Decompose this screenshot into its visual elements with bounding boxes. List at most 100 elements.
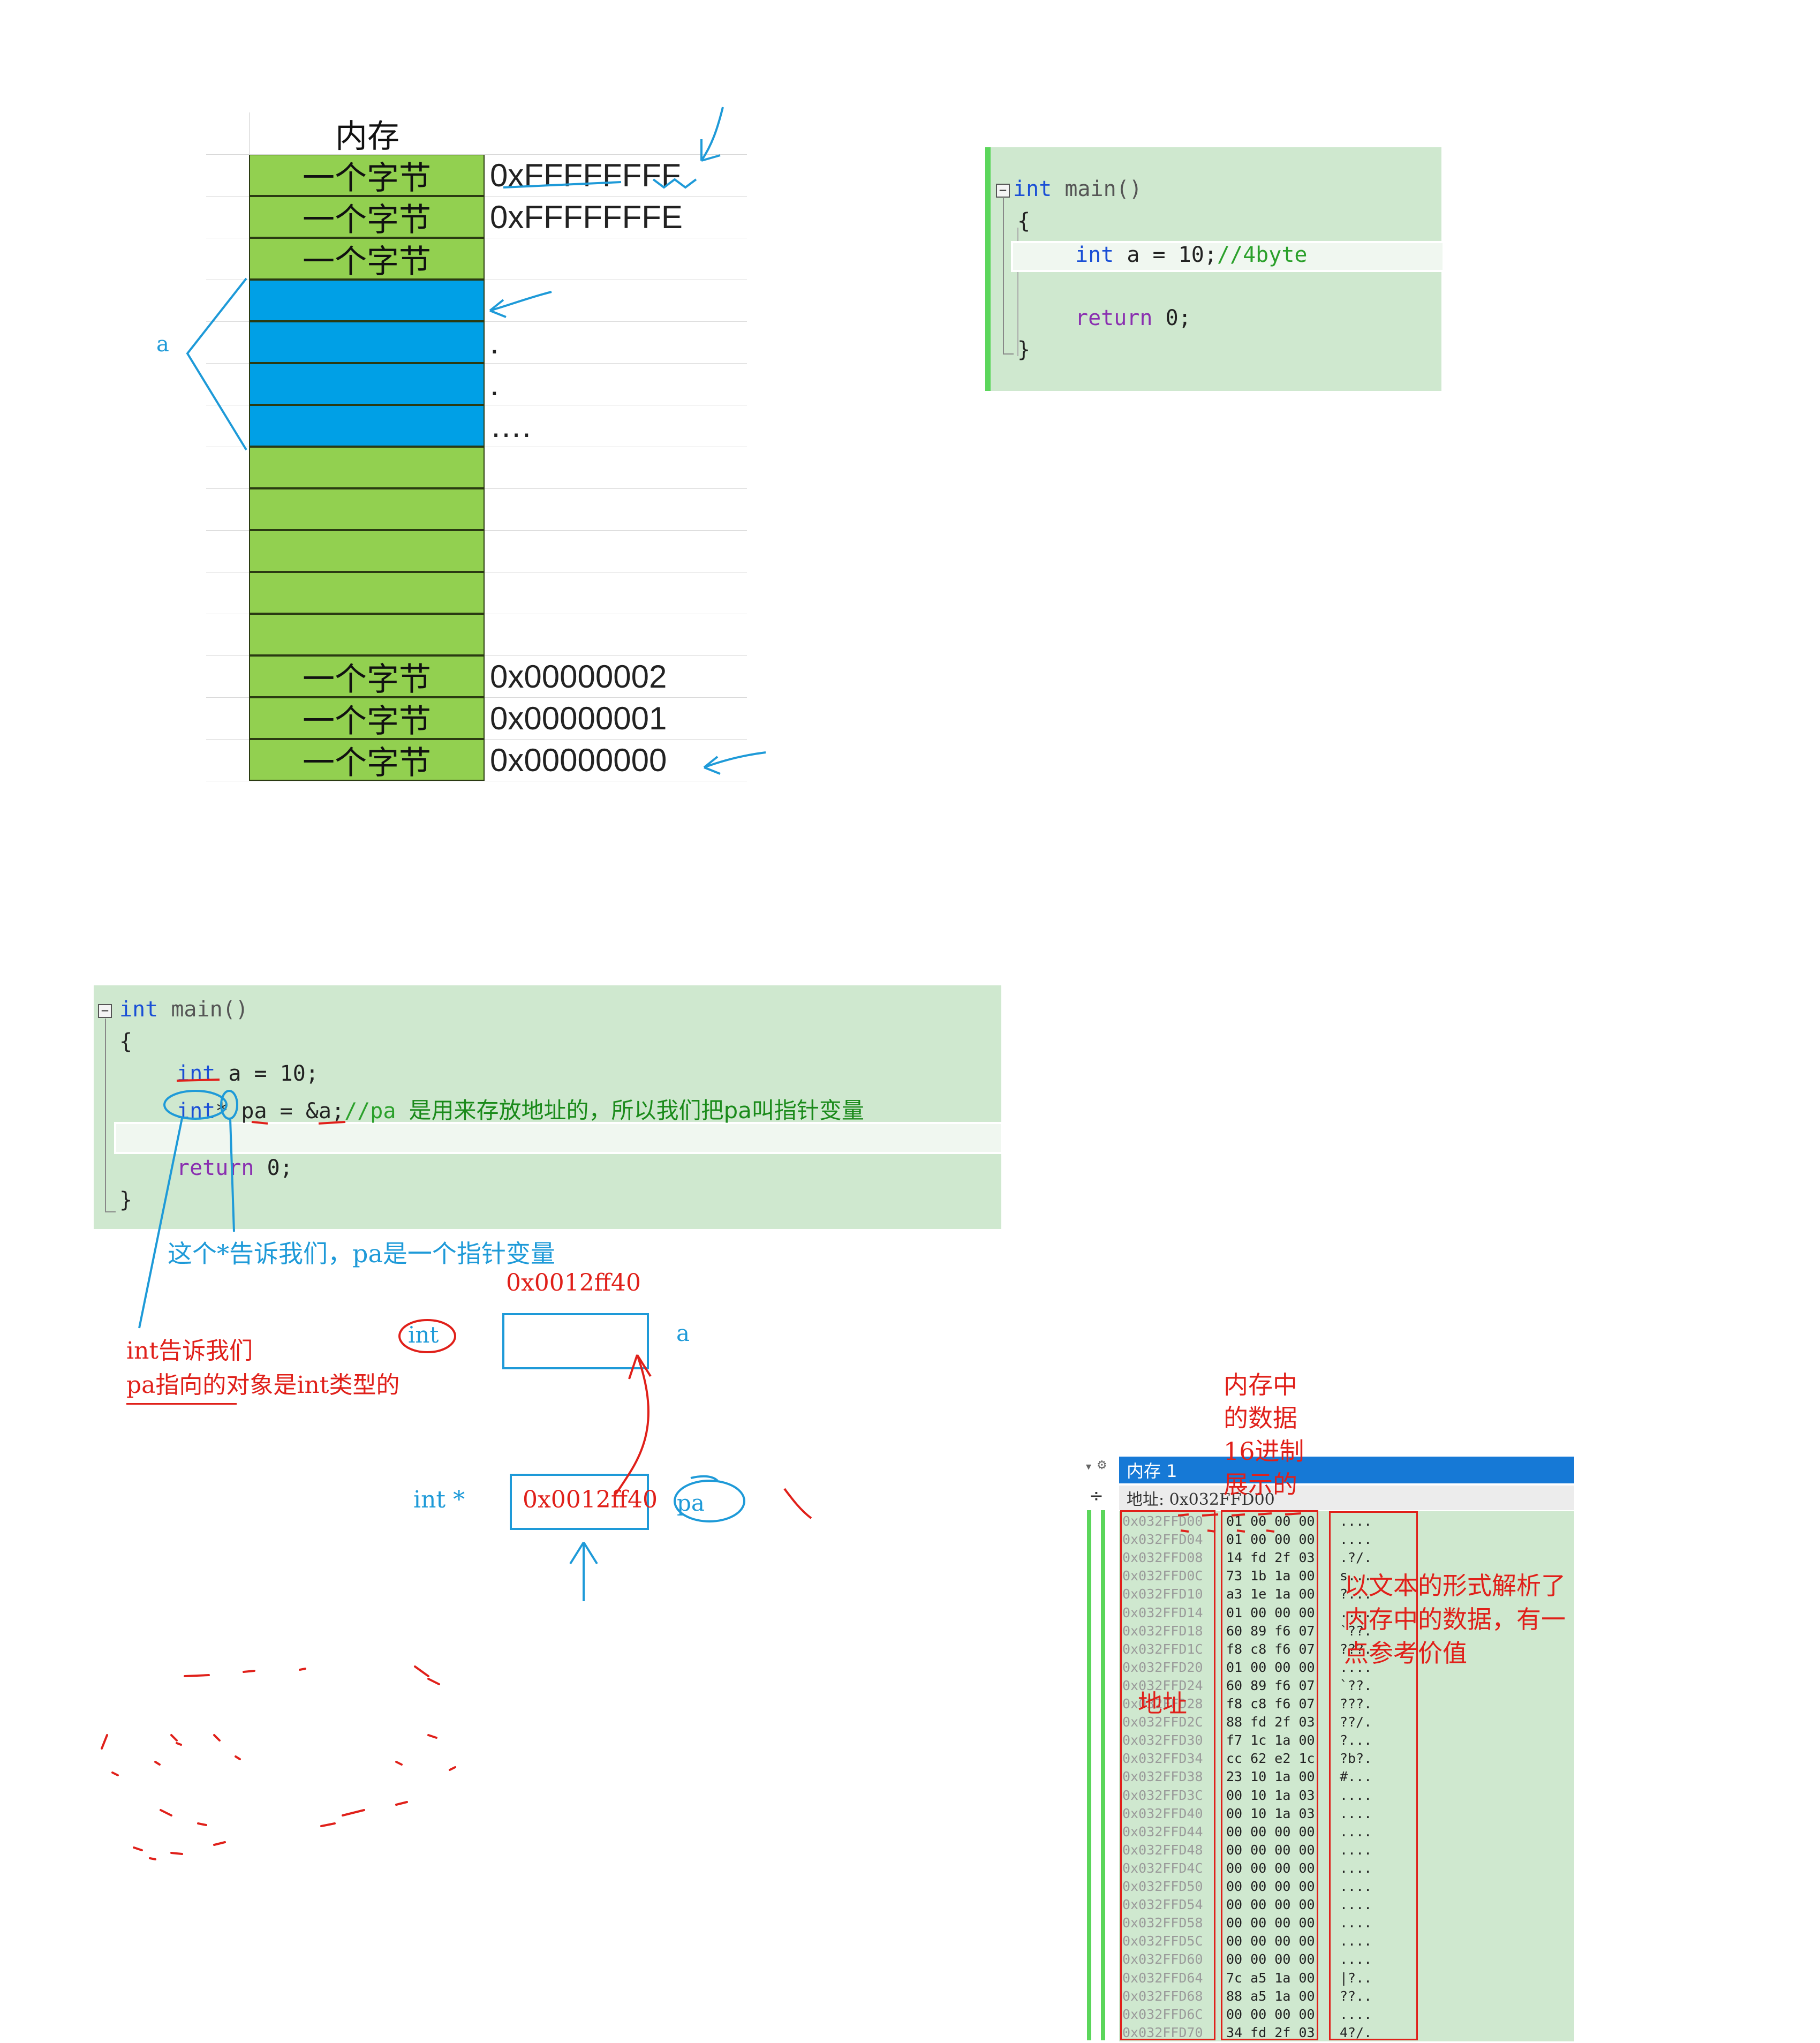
memory-byte-cell: 一个字节 bbox=[249, 196, 485, 239]
memory-row-address: 0x032FFD24 bbox=[1122, 1677, 1203, 1693]
memory-row-text: .... bbox=[1340, 1915, 1372, 1931]
memory-row-hex: 88 a5 1a 00 bbox=[1226, 1988, 1315, 2004]
debugger-side-strip: ▾ ⚙ ÷ bbox=[1082, 1457, 1114, 2041]
settings-icon[interactable]: ⚙ bbox=[1097, 1459, 1107, 1472]
memory-row-hex: a3 1e 1a 00 bbox=[1226, 1586, 1315, 1602]
pointer-pa-value: 0x0012ff40 bbox=[523, 1486, 658, 1513]
memory-row-text: .... bbox=[1340, 1879, 1372, 1894]
int-circle-label: int bbox=[408, 1322, 439, 1348]
memory-row-text: `??. bbox=[1340, 1677, 1372, 1693]
memory-row-address: 0x032FFD38 bbox=[1122, 1769, 1203, 1785]
memwin-note-line3: 16进制 bbox=[1224, 1437, 1304, 1466]
memory-byte-cell bbox=[249, 447, 485, 488]
memory-row-address: 0x032FFD48 bbox=[1122, 1842, 1203, 1858]
code1-line-1: int main() bbox=[1013, 177, 1142, 201]
memory-byte-cell: 一个字节 bbox=[249, 697, 485, 740]
memory-row-address: 0x032FFD30 bbox=[1122, 1732, 1203, 1748]
collapse-toggle-2[interactable]: − bbox=[98, 1004, 112, 1018]
memory-row-text: .... bbox=[1340, 1860, 1372, 1876]
pointer-arrow-bottom bbox=[703, 751, 766, 775]
memory-row-hex: 00 00 00 00 bbox=[1226, 1860, 1315, 1876]
memory-byte-address: 0x00000000 bbox=[490, 742, 667, 778]
memory-row-text: ???. bbox=[1340, 1696, 1372, 1712]
memory-row-text: .... bbox=[1340, 1897, 1372, 1913]
memory-row-address: 0x032FFD28 bbox=[1122, 1696, 1203, 1712]
code2-line-4: int* pa = &a;//pa 是用来存放地址的，所以我们把pa叫指针变量 bbox=[177, 1097, 864, 1124]
memory-row-hex: 00 00 00 00 bbox=[1226, 1842, 1315, 1858]
address-of-a-label: 0x0012ff40 bbox=[506, 1269, 641, 1296]
splitter-icon[interactable]: ÷ bbox=[1089, 1486, 1104, 1506]
memory-row-text: ?... bbox=[1340, 1732, 1372, 1748]
memory-row-address: 0x032FFD1C bbox=[1122, 1641, 1203, 1657]
memory-row-hex: 34 fd 2f 03 bbox=[1226, 2024, 1315, 2040]
memory-row-text: .... bbox=[1340, 1805, 1372, 1821]
memory-row-address: 0x032FFD3C bbox=[1122, 1787, 1203, 1803]
memory-byte-cell: 一个字节 bbox=[249, 739, 485, 782]
memory-row-address: 0x032FFD10 bbox=[1122, 1586, 1203, 1602]
memory-row-text: .... bbox=[1340, 1842, 1372, 1858]
memory-row-hex: 00 00 00 00 bbox=[1226, 1823, 1315, 1840]
memory-table-header: 内存 bbox=[249, 112, 485, 155]
memory-row-text: .... bbox=[1340, 1659, 1372, 1675]
code1-line-5: } bbox=[1017, 337, 1031, 362]
memory-row-address: 0x032FFD14 bbox=[1122, 1604, 1203, 1620]
memory-row-text: `??. bbox=[1340, 1623, 1372, 1639]
code2-annotations bbox=[138, 1079, 346, 1329]
memory-byte-cell bbox=[249, 488, 485, 530]
memory-row-hex: 60 89 f6 07 bbox=[1226, 1677, 1315, 1693]
hex-header-dashes bbox=[1178, 1512, 1302, 1533]
memory-byte-address: 0x00000001 bbox=[490, 700, 667, 736]
memory-row-hex: 14 fd 2f 03 bbox=[1226, 1550, 1315, 1566]
memory-byte-cell bbox=[249, 363, 485, 405]
memory-row-address: 0x032FFD60 bbox=[1122, 1951, 1203, 1967]
memory-row-text: .... bbox=[1340, 1933, 1372, 1949]
memory-row-hex: f8 c8 f6 07 bbox=[1226, 1696, 1315, 1712]
pointer-arrow-blue-row bbox=[489, 291, 552, 318]
current-line-highlight-2 bbox=[114, 1122, 1003, 1154]
memory-address-bar[interactable]: 地址: 0x032FFD00 bbox=[1119, 1486, 1574, 1510]
memory-row-hex: 00 00 00 00 bbox=[1226, 1897, 1315, 1913]
current-line-highlight-1 bbox=[1011, 241, 1445, 272]
memory-row-hex: f8 c8 f6 07 bbox=[1226, 1641, 1315, 1657]
int-note-underline bbox=[126, 1403, 237, 1405]
pointer-pa-label: pa bbox=[677, 1490, 705, 1516]
memory-row-hex: 7c a5 1a 00 bbox=[1226, 1970, 1315, 1986]
memory-row-text: ?... bbox=[1340, 1586, 1372, 1602]
memory-row-hex: 00 00 00 00 bbox=[1226, 2006, 1315, 2022]
code1-line-3: int a = 10;//4byte bbox=[1075, 243, 1308, 267]
memory-row-address: 0x032FFD44 bbox=[1122, 1823, 1203, 1840]
text-column-box bbox=[1329, 1511, 1418, 2040]
memory-row-hex: 00 10 1a 03 bbox=[1226, 1787, 1315, 1803]
int-circle bbox=[398, 1319, 456, 1353]
memory-row-text: |?.. bbox=[1340, 1970, 1372, 1986]
memory-row-text: ?b?. bbox=[1340, 1751, 1372, 1767]
pa-circle-and-arrows bbox=[569, 1354, 812, 1601]
memory-byte-cell bbox=[249, 572, 485, 614]
text-column-note-line3: 点参考价值 bbox=[1344, 1639, 1467, 1668]
memory-row-hex: 00 10 1a 03 bbox=[1226, 1805, 1315, 1821]
memory-byte-cell: 一个字节 bbox=[249, 655, 485, 698]
memory-row-text: .... bbox=[1340, 1604, 1372, 1620]
memory-row-address: 0x032FFD50 bbox=[1122, 1879, 1203, 1894]
memwin-note-line1: 内存中 bbox=[1224, 1370, 1297, 1399]
memory-row-hex: f7 1c 1a 00 bbox=[1226, 1732, 1315, 1748]
memory-byte-cell: 一个字节 bbox=[249, 154, 485, 197]
memory-row-hex: 00 00 00 00 bbox=[1226, 1879, 1315, 1894]
memory-row-address: 0x032FFD5C bbox=[1122, 1933, 1203, 1949]
memory-window-title: 内存 1 bbox=[1119, 1457, 1574, 1483]
collapse-toggle-1[interactable]: − bbox=[996, 184, 1010, 198]
code1-line-4: return 0; bbox=[1075, 306, 1191, 330]
memory-row-address: 0x032FFD00 bbox=[1122, 1513, 1203, 1529]
memory-row-hex: 00 00 00 00 bbox=[1226, 1951, 1315, 1967]
variable-a-brace bbox=[186, 277, 247, 451]
pin-icon[interactable]: ▾ bbox=[1086, 1460, 1092, 1473]
memory-byte-cell bbox=[249, 280, 485, 321]
memory-row-text: s... bbox=[1340, 1568, 1372, 1584]
variable-a-box bbox=[502, 1313, 649, 1369]
memory-row-hex: 60 89 f6 07 bbox=[1226, 1623, 1315, 1639]
memory-row-address: 0x032FFD6C bbox=[1122, 2006, 1203, 2022]
memory-row-address: 0x032FFD18 bbox=[1122, 1623, 1203, 1639]
code2-line-2: { bbox=[119, 1029, 133, 1054]
